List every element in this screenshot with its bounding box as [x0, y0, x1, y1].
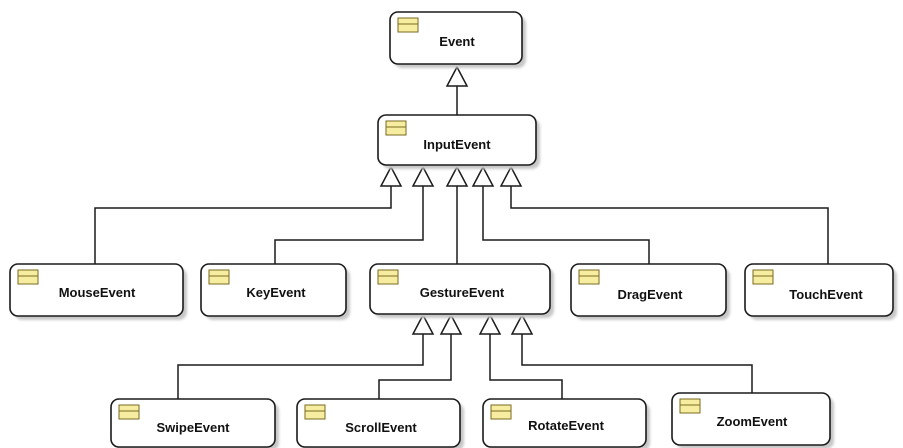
edge-swipeevent-gestureevent: [177, 334, 424, 399]
class-name: TouchEvent: [789, 287, 863, 302]
class-icon: [118, 404, 140, 420]
arrowhead-touch-to-inputevent: [499, 165, 523, 187]
arrowhead-key-to-inputevent: [411, 165, 435, 187]
arrowheads: [379, 65, 534, 335]
edge-mouseevent-inputevent: [94, 186, 392, 264]
arrowhead-drag-to-inputevent: [471, 165, 495, 187]
arrowhead-gesture-to-inputevent: [445, 165, 469, 187]
class-box-scrollevent[interactable]: ScrollEvent: [296, 398, 464, 448]
class-name: KeyEvent: [246, 285, 306, 300]
class-box-touchevent[interactable]: TouchEvent: [744, 263, 897, 320]
edges: [94, 86, 829, 399]
class-name: SwipeEvent: [157, 420, 231, 435]
class-icon: [304, 404, 326, 420]
class-box-gestureevent[interactable]: GestureEvent: [369, 263, 554, 318]
class-name: InputEvent: [423, 137, 491, 152]
class-icon: [17, 269, 39, 285]
class-name: DragEvent: [617, 287, 683, 302]
class-box-keyevent[interactable]: KeyEvent: [200, 263, 350, 320]
class-icon: [377, 269, 399, 285]
arrowhead-scroll-to-gestureevent: [439, 313, 463, 335]
class-icon: [679, 398, 701, 414]
class-name: ZoomEvent: [717, 414, 788, 429]
arrowhead-to-event: [445, 65, 469, 87]
class-box-zoomevent[interactable]: ZoomEvent: [671, 392, 834, 448]
class-name: GestureEvent: [420, 285, 505, 300]
class-name: MouseEvent: [59, 285, 136, 300]
arrowhead-zoom-to-gestureevent: [510, 313, 534, 335]
class-box-mouseevent[interactable]: MouseEvent: [9, 263, 187, 320]
class-name: ScrollEvent: [345, 420, 417, 435]
edge-zoomevent-gestureevent: [521, 334, 753, 393]
edge-rotateevent-gestureevent: [489, 334, 563, 399]
class-box-dragevent[interactable]: DragEvent: [570, 263, 730, 320]
class-name: RotateEvent: [528, 418, 605, 433]
class-icon: [490, 404, 512, 420]
class-icon: [578, 269, 600, 285]
class-icon: [385, 120, 407, 136]
edge-keyevent-inputevent: [274, 186, 424, 264]
arrowhead-swipe-to-gestureevent: [411, 313, 435, 335]
class-name: Event: [439, 34, 475, 49]
class-icon: [397, 17, 419, 33]
class-box-rotateevent[interactable]: RotateEvent: [482, 398, 650, 448]
arrowhead-mouse-to-inputevent: [379, 165, 403, 187]
class-box-event[interactable]: Event: [389, 11, 526, 68]
edge-touchevent-inputevent: [510, 186, 829, 264]
class-box-swipeevent[interactable]: SwipeEvent: [110, 398, 279, 448]
class-icon: [752, 269, 774, 285]
class-icon: [208, 269, 230, 285]
edge-scrollevent-gestureevent: [378, 334, 452, 399]
arrowhead-rotate-to-gestureevent: [478, 313, 502, 335]
edge-dragevent-inputevent: [482, 186, 650, 264]
class-box-inputevent[interactable]: InputEvent: [377, 114, 540, 169]
